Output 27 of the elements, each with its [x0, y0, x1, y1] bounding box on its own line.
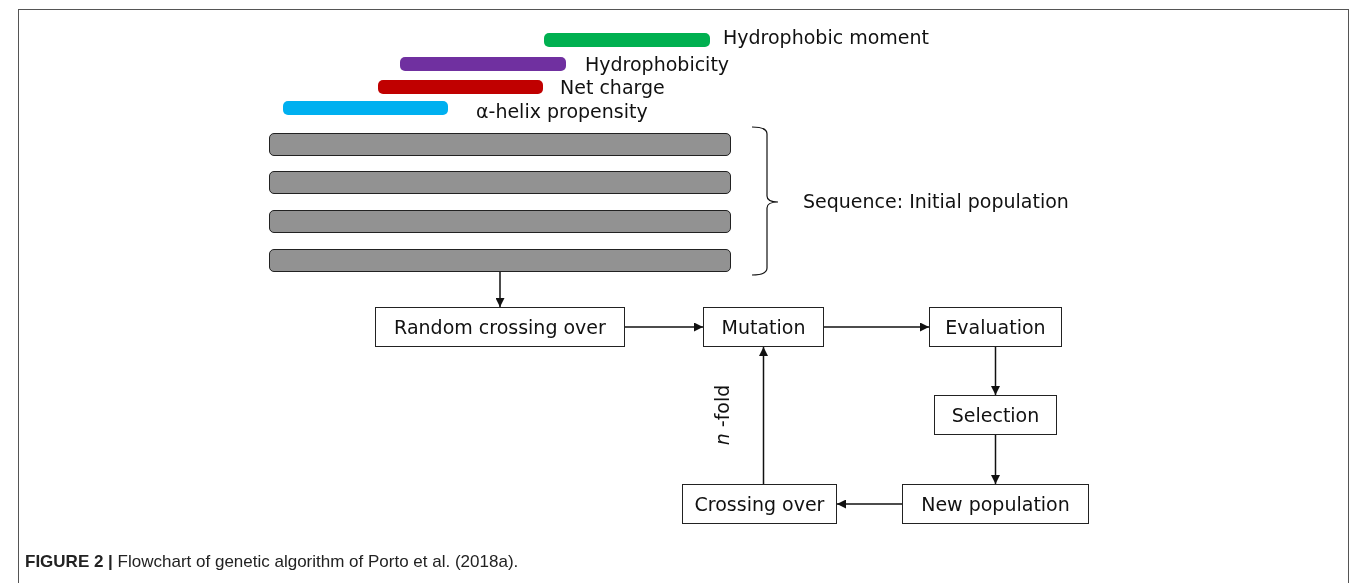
bar-label: α-helix propensity: [476, 100, 648, 122]
bar-label: Hydrophobic moment: [723, 26, 929, 48]
process-box: New population: [902, 484, 1089, 524]
sequence-bar: [269, 133, 731, 156]
arrow: [495, 271, 505, 308]
process-box: Selection: [934, 395, 1057, 435]
property-bar: [378, 80, 543, 94]
process-box: Random crossing over: [375, 307, 625, 347]
sequence-bar: [269, 171, 731, 194]
arrow: [991, 346, 1000, 396]
figure-caption: FIGURE 2 | Flowchart of genetic algorithm of Porto et al. (2018a).: [25, 552, 519, 572]
sequence-bar: [269, 210, 731, 233]
property-bar: [400, 57, 566, 71]
arrow: [624, 322, 704, 332]
arrow: [991, 434, 1000, 485]
arrow: [823, 322, 930, 332]
process-box: Crossing over: [682, 484, 837, 524]
property-bar: [544, 33, 710, 47]
bar-label: Hydrophobicity: [585, 53, 730, 75]
group-label: Sequence: Initial population: [803, 190, 1069, 212]
process-box: Evaluation: [929, 307, 1062, 347]
sequence-bar: [269, 249, 731, 272]
bar-label: Net charge: [560, 76, 665, 98]
arrow: [759, 346, 768, 485]
process-box: Mutation: [703, 307, 824, 347]
arrow: [836, 499, 903, 509]
property-bar: [283, 101, 448, 115]
